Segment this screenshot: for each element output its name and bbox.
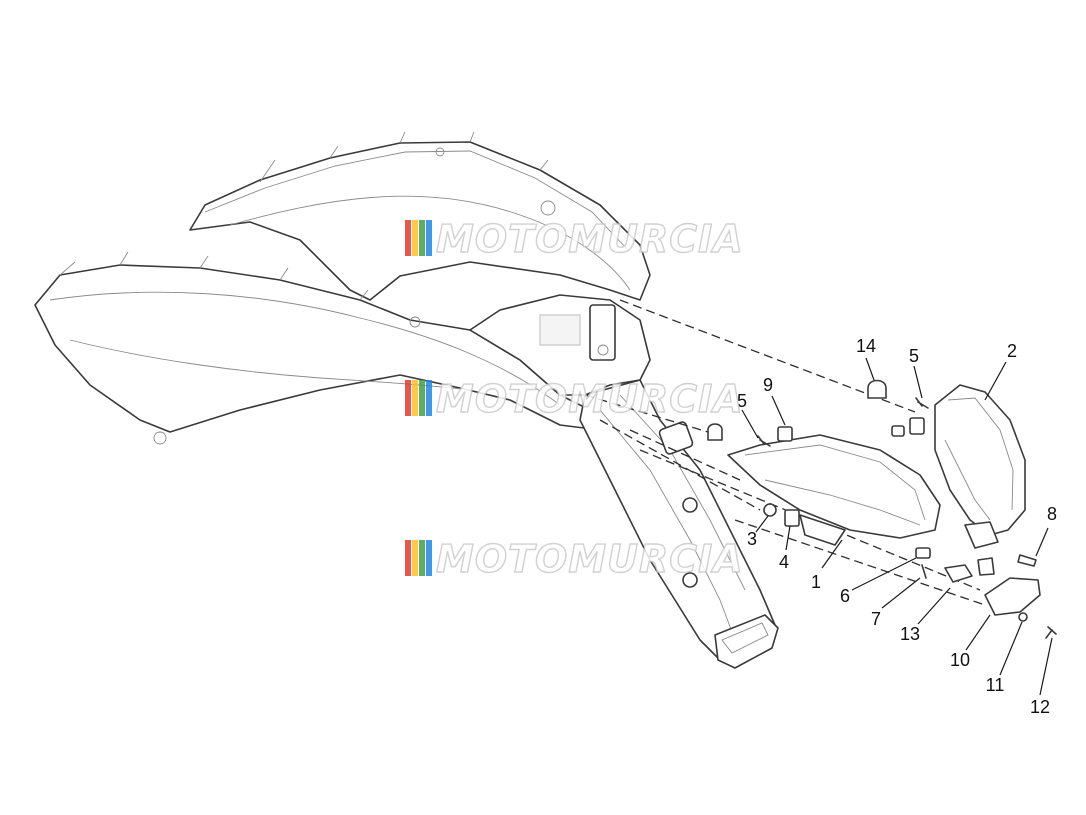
callout-9: 9 (763, 375, 773, 395)
tail-light-left (727, 434, 941, 546)
watermark-stripe (419, 540, 425, 576)
callout-11: 11 (986, 675, 1005, 695)
watermark-stripe (419, 380, 425, 416)
watermark-bottom: MOTOMURCIA (405, 536, 744, 582)
watermark-stripe (419, 220, 425, 256)
leader-lines (741, 357, 1053, 696)
hardware-parts (707, 379, 1057, 639)
watermark-stripe (405, 220, 411, 256)
callout-6: 6 (840, 586, 850, 606)
watermark-text: MOTOMURCIA (436, 537, 744, 581)
watermark-stripe (426, 380, 432, 416)
callout-5-right: 5 (909, 346, 919, 366)
rear-body-shell (34, 131, 779, 669)
watermark-text: MOTOMURCIA (436, 377, 744, 421)
callout-labels: 14 5 2 9 5 3 4 1 6 7 13 10 11 12 8 (737, 336, 1057, 717)
watermark-text: MOTOMURCIA (436, 217, 744, 261)
callout-7: 7 (871, 609, 881, 629)
callout-4: 4 (779, 552, 789, 572)
watermark-stripe (405, 380, 411, 416)
callout-8: 8 (1047, 504, 1057, 524)
watermark-stripe (405, 540, 411, 576)
watermark-stripe (412, 220, 418, 256)
watermark-top: MOTOMURCIA (405, 216, 744, 262)
watermark-stripe (412, 540, 418, 576)
callout-12: 12 (1030, 697, 1050, 717)
bulb (867, 379, 887, 399)
callout-10: 10 (950, 650, 970, 670)
tail-light-right (934, 384, 1026, 549)
watermark-stripe (426, 540, 432, 576)
callout-3: 3 (747, 529, 757, 549)
callout-5-left: 5 (737, 391, 747, 411)
watermark-stripe (426, 220, 432, 256)
watermark-middle: MOTOMURCIA (405, 376, 744, 422)
callout-13: 13 (900, 624, 920, 644)
watermark-stripe (412, 380, 418, 416)
callout-14: 14 (856, 336, 876, 356)
callout-2: 2 (1007, 341, 1017, 361)
callout-1: 1 (811, 572, 821, 592)
